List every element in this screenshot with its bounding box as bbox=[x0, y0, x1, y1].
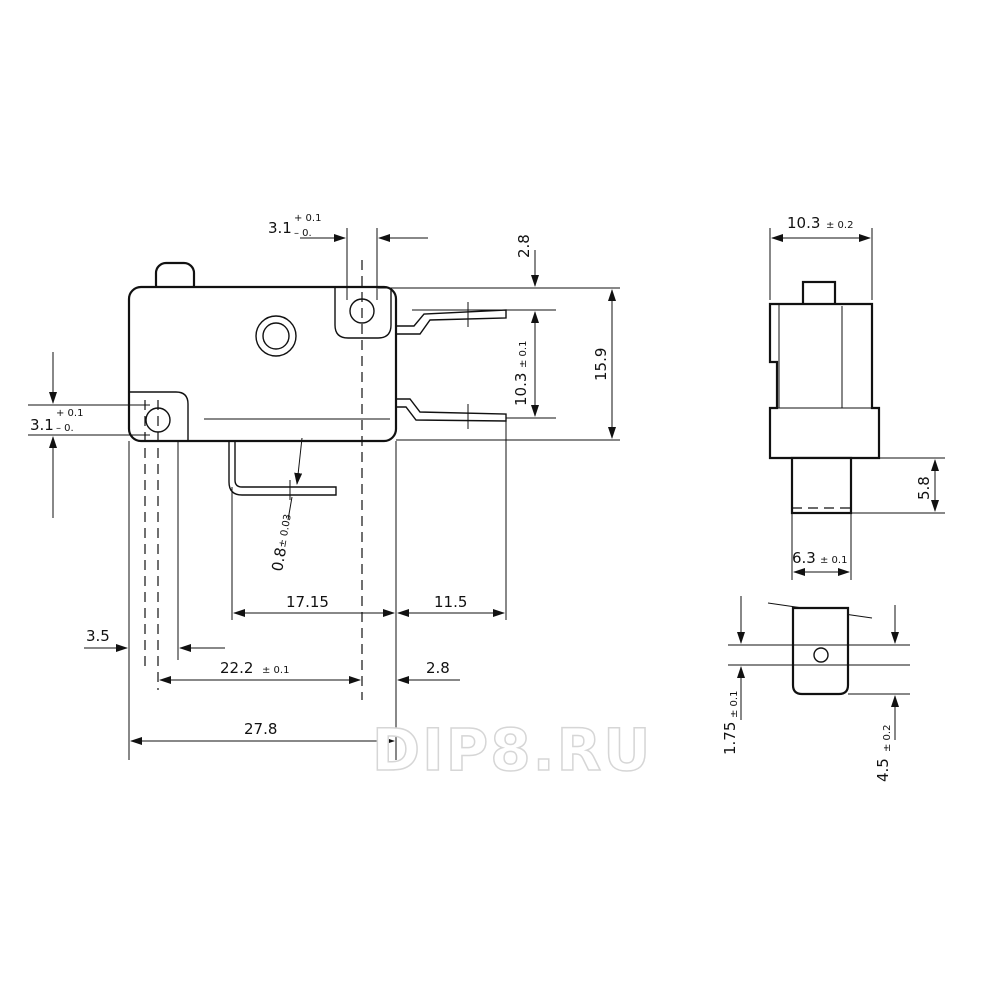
dim-term-spacing-tol: ± 0.1 bbox=[518, 341, 529, 368]
terminal-tip-hole bbox=[813, 647, 829, 663]
side-body bbox=[768, 302, 881, 460]
terminal-nc bbox=[396, 398, 507, 422]
dim-3-5-value: 3.5 bbox=[86, 627, 110, 645]
dim-top-offset-value: 2.8 bbox=[515, 234, 533, 258]
detail-tip-len-tol: ± 0.2 bbox=[882, 725, 893, 752]
dim-27-8-value: 27.8 bbox=[244, 720, 277, 738]
dim-left-hole-value: 3.1 bbox=[30, 416, 54, 434]
detail-tip-len-value: 4.5 bbox=[874, 758, 892, 782]
dim-2-8-bottom-value: 2.8 bbox=[426, 659, 450, 677]
dim-term-thickness-value: 0.8 bbox=[268, 546, 290, 573]
terminal-detail: 1.75 ± 0.1 4.5 ± 0.2 bbox=[721, 596, 910, 782]
top-hole-tab bbox=[334, 288, 392, 339]
center-rivet-outer bbox=[255, 315, 297, 357]
side-terminal bbox=[790, 456, 853, 515]
dim-top-hole-value: 3.1 bbox=[268, 219, 292, 237]
terminal-com bbox=[228, 441, 337, 496]
side-term-length-value: 5.8 bbox=[915, 476, 933, 500]
switch-body bbox=[127, 285, 398, 443]
terminal-tip bbox=[791, 606, 850, 696]
dim-term-thickness-tol: ± 0.03 bbox=[277, 513, 294, 548]
front-dimensions: 3.1 + 0.1 – 0. 2.8 10.3 ± 0.1 15.9 3.1 +… bbox=[28, 213, 620, 760]
dim-17-15-value: 17.15 bbox=[286, 593, 329, 611]
dim-term-spacing-value: 10.3 bbox=[512, 373, 530, 406]
dim-height-value: 15.9 bbox=[592, 348, 610, 381]
side-plunger bbox=[801, 280, 837, 308]
dim-left-hole-tol-minus: – 0. bbox=[56, 423, 74, 434]
dim-22-2-tol: ± 0.1 bbox=[262, 665, 289, 676]
watermark: DIP8.RU bbox=[372, 716, 652, 784]
dim-left-hole-tol-plus: + 0.1 bbox=[56, 408, 83, 419]
left-hole-tab bbox=[129, 391, 189, 441]
center-rivet-inner bbox=[262, 322, 290, 350]
detail-hole-pos-tol: ± 0.1 bbox=[729, 691, 740, 718]
side-width-value: 10.3 bbox=[787, 214, 820, 232]
side-term-width-tol: ± 0.1 bbox=[820, 555, 847, 566]
dim-11-5-value: 11.5 bbox=[434, 593, 467, 611]
terminal-no bbox=[396, 309, 507, 335]
dim-top-hole-tol-minus: – 0. bbox=[294, 228, 312, 239]
side-view: 10.3 ± 0.2 5.8 6.3 ± 0.1 bbox=[768, 214, 945, 580]
detail-hole-pos-value: 1.75 bbox=[721, 722, 739, 755]
front-view bbox=[127, 260, 507, 700]
dim-top-hole-tol-plus: + 0.1 bbox=[294, 213, 321, 224]
side-width-tol: ± 0.2 bbox=[826, 220, 853, 231]
dim-22-2-value: 22.2 bbox=[220, 659, 253, 677]
side-term-width-value: 6.3 bbox=[792, 549, 816, 567]
